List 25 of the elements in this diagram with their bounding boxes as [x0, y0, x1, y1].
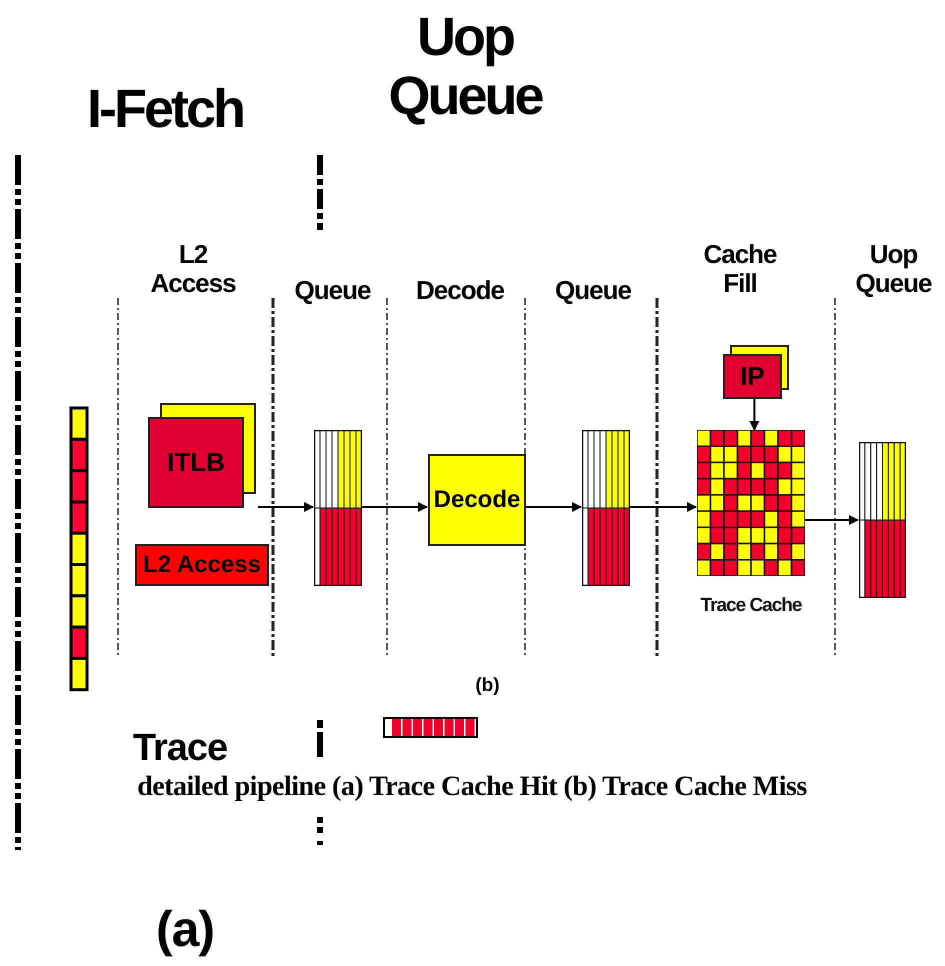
figure-caption: detailed pipeline (a) Trace Cache Hit (b) Trace Cache Miss [136, 772, 808, 803]
stage-heading: Decode [415, 276, 505, 305]
stage-heading: Uop Queue [387, 8, 544, 127]
stage-heading: (b) [474, 676, 501, 697]
stage-heading: Trace [132, 728, 228, 770]
queue-buffer [859, 442, 906, 598]
arrow [805, 515, 859, 525]
arrow [362, 502, 428, 512]
arrow [526, 502, 582, 512]
queue-buffer [582, 430, 630, 586]
stage-heading: (a) [154, 902, 216, 957]
arrow [258, 502, 314, 512]
stage-heading: Cache Fill [702, 240, 778, 298]
process-box: Decode [428, 454, 526, 546]
cache-grid [697, 430, 805, 576]
arrow [630, 502, 697, 512]
arrow [749, 399, 760, 431]
process-box: L2 Access [135, 544, 269, 586]
stage-heading: Uop Queue [854, 240, 932, 298]
stage-heading: L2 Access [149, 240, 237, 298]
queue-buffer [314, 430, 362, 586]
caption-text: Trace Cache [700, 594, 803, 618]
stage-heading: I-Fetch [86, 80, 244, 140]
stage-heading: Queue [554, 276, 632, 305]
stage-heading: Queue [294, 276, 372, 305]
